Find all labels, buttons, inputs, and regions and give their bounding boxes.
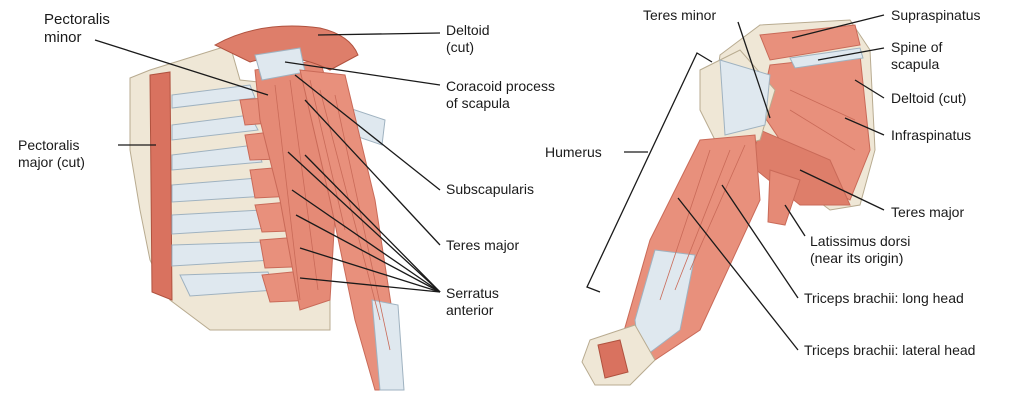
- label-latissimus-dorsi: Latissimus dorsi (near its origin): [810, 233, 911, 266]
- label-triceps-long-head: Triceps brachii: long head: [804, 290, 964, 306]
- right-fibres: [659, 89, 856, 301]
- label-infraspinatus: Infraspinatus: [891, 127, 972, 143]
- latissimus-dorsi: [767, 169, 801, 226]
- supraspinatus: [759, 24, 861, 61]
- label-subscapularis: Subscapularis: [446, 181, 534, 197]
- label-humerus: Humerus: [545, 144, 602, 160]
- right-anatomy-view: [581, 19, 876, 386]
- label-triceps-lateral-head: Triceps brachii: lateral head: [804, 342, 976, 358]
- label-teres-major-right: Teres major: [891, 204, 965, 220]
- label-deltoid-cut-left: Deltoid (cut): [446, 22, 490, 55]
- label-spine-of-scapula: Spine of scapula: [891, 39, 943, 72]
- label-pectoralis-major: Pectoralis major (cut): [18, 137, 85, 170]
- label-deltoid-cut-right: Deltoid (cut): [891, 90, 967, 106]
- left-fibres: [274, 79, 391, 351]
- pectoralis-major-cut: [149, 71, 173, 301]
- label-serratus-anterior: Serratus anterior: [446, 285, 499, 318]
- left-arm-tendon: [371, 299, 405, 391]
- label-supraspinatus: Supraspinatus: [891, 7, 981, 23]
- leader-lines: [94, 14, 885, 351]
- label-teres-major-left: Teres major: [446, 237, 520, 253]
- label-teres-minor: Teres minor: [643, 7, 717, 23]
- left-anatomy-view: [129, 25, 405, 391]
- label-coracoid-process: Coracoid process of scapula: [446, 78, 555, 111]
- elbow-muscle: [597, 339, 629, 379]
- label-pectoralis-minor: Pectoralis minor: [44, 11, 110, 46]
